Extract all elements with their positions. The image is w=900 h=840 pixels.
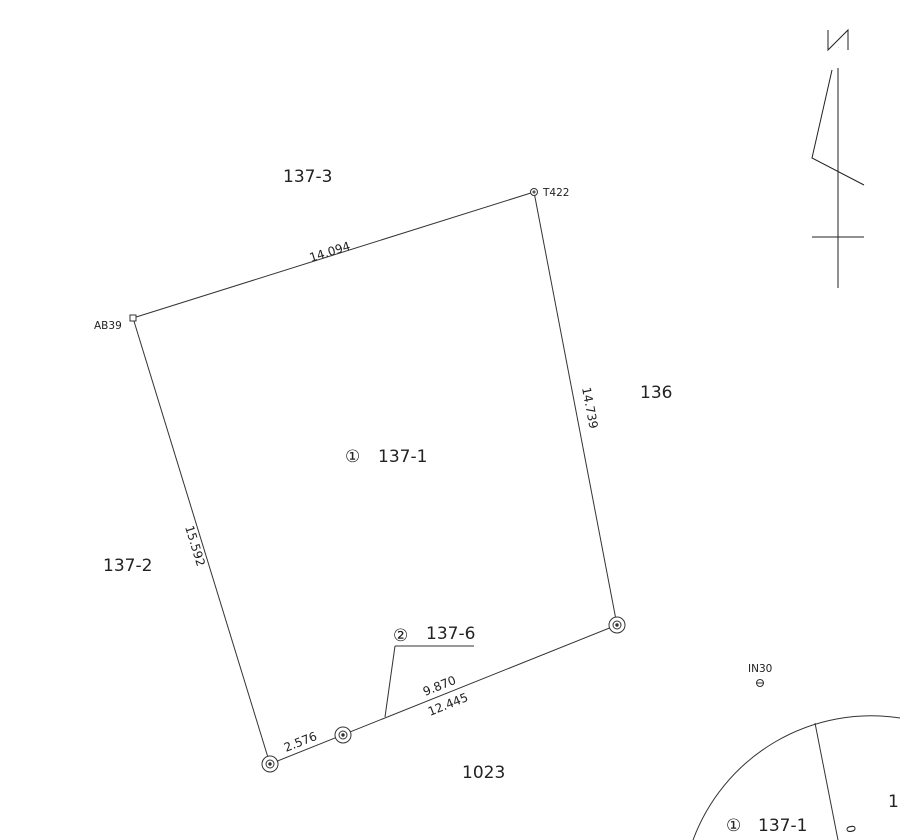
- parcel-main-number: 137-1: [378, 447, 427, 467]
- parcel-label-partial: 1: [888, 792, 899, 812]
- point-mid-marker-icon: [335, 727, 351, 743]
- parcel-label-137-3: 137-3: [283, 167, 332, 187]
- boundary-top: [133, 192, 534, 318]
- north-arrow-icon: [812, 30, 864, 288]
- parcel-sub-marker: ②: [393, 626, 408, 646]
- parcel-label-1023: 1023: [462, 763, 505, 783]
- point-sw-marker-icon: [262, 756, 278, 772]
- boundary-bottom: [270, 625, 617, 764]
- point-ab39-marker-icon: [130, 315, 136, 321]
- point-se-marker-icon: [609, 617, 625, 633]
- boundary-right: [534, 192, 617, 625]
- parcel-main-marker: ①: [345, 447, 360, 467]
- boundary-left: [133, 318, 270, 764]
- north-letter: N: [838, 47, 839, 49]
- point-label-t422: T422: [542, 187, 569, 199]
- point-label-ab39: AB39: [94, 320, 122, 332]
- parcel-label-136: 136: [640, 383, 672, 403]
- parcel-137-1-boundary: [133, 192, 617, 764]
- adjacent-parcel-boundary: [693, 716, 900, 840]
- parcel-sub-number: 137-6: [426, 624, 475, 644]
- dimension-right: 14.739: [579, 386, 601, 430]
- parcel-137-6-leader: [385, 646, 474, 717]
- parcel-corner-marker: ①: [726, 816, 741, 836]
- parcel-label-137-2: 137-2: [103, 556, 152, 576]
- dimension-corner-partial: 0: [843, 824, 858, 834]
- parcel-corner-number: 137-1: [758, 816, 807, 836]
- dimension-left: 15.592: [182, 524, 208, 568]
- point-label-in30: IN30: [748, 663, 772, 675]
- dimension-top: 14.094: [308, 239, 352, 265]
- dimension-bottom-short: 2.576: [282, 729, 319, 755]
- point-in30-marker-icon: [757, 680, 764, 687]
- point-t422-marker-icon: [531, 189, 538, 196]
